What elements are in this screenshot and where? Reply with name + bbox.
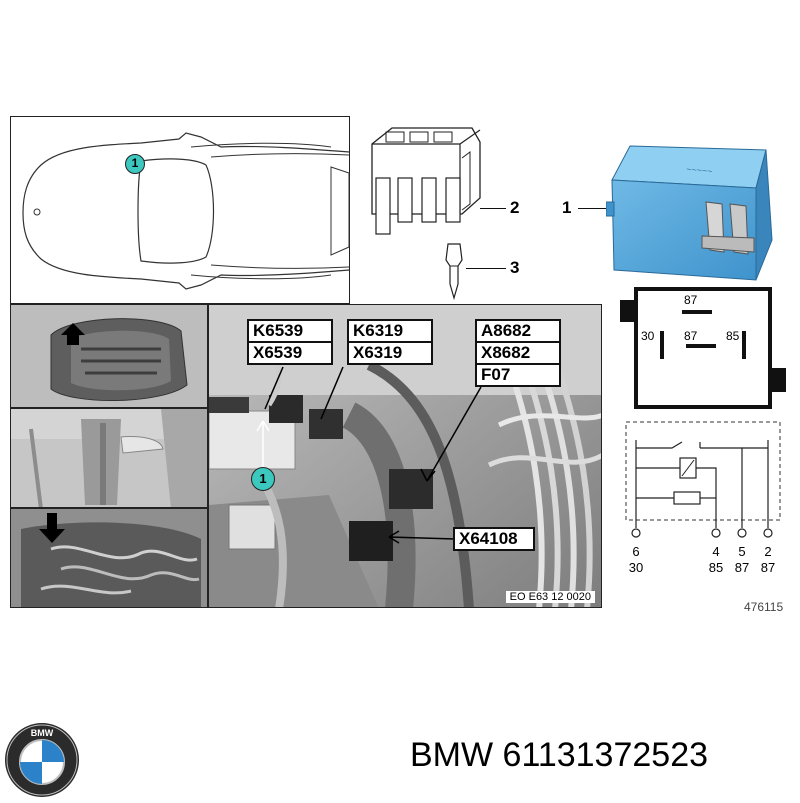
terminal-label-top-87: 87 — [684, 293, 698, 307]
relay-schematic — [625, 421, 781, 538]
terminal-bar-left — [660, 331, 664, 359]
photo-leader-lines — [256, 366, 482, 544]
car-outline — [22, 132, 350, 290]
photo-label-x64108: X64108 — [453, 527, 535, 551]
relay-terminal-layout: 87 30 87 85 — [634, 287, 772, 409]
part-number-title: BMW 61131372523 — [410, 736, 709, 774]
schematic-terminal-87a: 87 — [734, 560, 750, 575]
main-location-photo: K6539 X6539 K6319 X6319 A8682 X8682 F07 … — [208, 304, 602, 608]
photo-label-k6539: K6539 — [247, 319, 333, 343]
schematic-terminal-87b: 87 — [760, 560, 776, 575]
photo-label-x6539: X6539 — [247, 341, 333, 365]
schematic-terminal-30: 30 — [628, 560, 644, 575]
terminal-bar-top — [682, 310, 712, 314]
photo-label-x8682: X8682 — [475, 341, 561, 365]
photo-location-marker-label: 1 — [259, 471, 267, 486]
schematic-pin-6: 6 — [632, 544, 640, 559]
photo-label-f07: F07 — [475, 363, 561, 387]
photo-label-x6319: X6319 — [347, 341, 433, 365]
photo-reference-code: EO E63 12 0020 — [505, 591, 595, 603]
brand-logo-letters: BMW — [31, 728, 54, 738]
schematic-pin-2: 2 — [764, 544, 772, 559]
terminal-leader — [466, 268, 506, 269]
schematic-terminal-85: 85 — [708, 560, 724, 575]
schematic-pin-5: 5 — [738, 544, 746, 559]
photo-location-marker: 1 — [251, 467, 275, 491]
car-top-view-panel: 1 — [10, 116, 350, 304]
relay-layout-tab-right — [772, 368, 786, 392]
location-marker-label: 1 — [131, 156, 139, 170]
inset-photo-engine-bay — [10, 304, 208, 408]
svg-text:~~~~~: ~~~~~ — [686, 164, 713, 176]
connector-housing-drawing — [371, 127, 481, 235]
part-label-3: 3 — [510, 258, 520, 277]
terminal-pin-drawing — [445, 243, 463, 301]
terminal-label-right-85: 85 — [726, 329, 740, 343]
relay-layout-tab-left — [620, 300, 634, 322]
part-label-1: 1 — [562, 198, 572, 217]
terminal-bar-right — [742, 331, 746, 359]
brand-logo: BMW — [4, 722, 80, 798]
photo-label-k6319: K6319 — [347, 319, 433, 343]
terminal-label-middle-87: 87 — [684, 329, 698, 343]
drawing-id: 476115 — [744, 600, 784, 614]
location-marker: 1 — [125, 154, 145, 174]
inset-photo-bracket — [10, 408, 208, 508]
terminal-bar-middle — [686, 344, 716, 348]
terminal-label-left-30: 30 — [641, 329, 655, 343]
photo-label-a8682: A8682 — [475, 319, 561, 343]
part-label-2: 2 — [510, 198, 520, 217]
relay-leader — [578, 208, 612, 209]
inset-photo-harness — [10, 508, 208, 608]
relay-drawing: ~~~~~ — [606, 145, 773, 281]
schematic-pin-4: 4 — [712, 544, 720, 559]
connector-leader — [480, 208, 506, 209]
